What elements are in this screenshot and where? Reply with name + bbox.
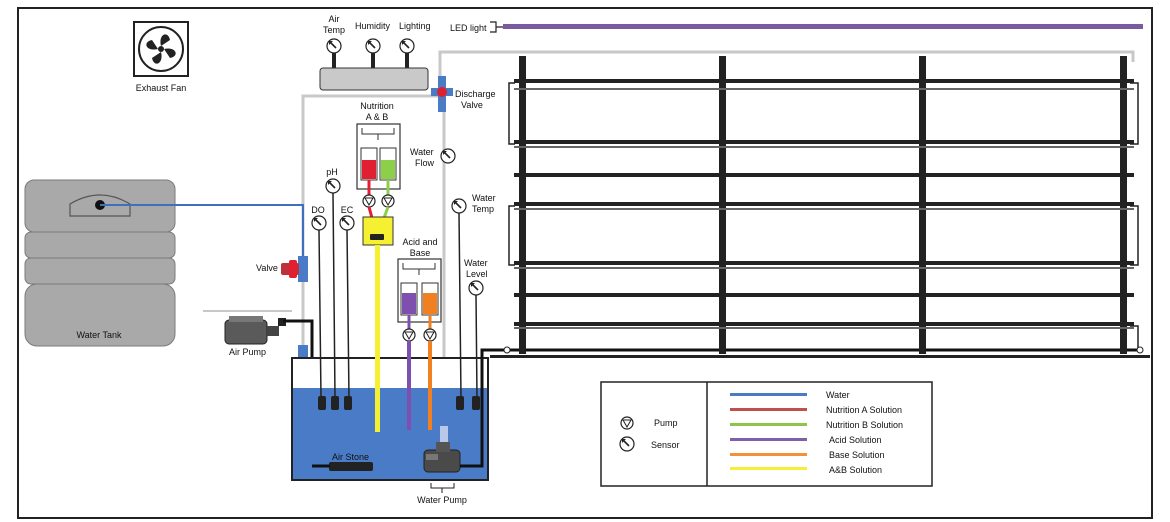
growing-rack [503, 56, 1144, 354]
water-flow-label-1: Water [410, 147, 434, 157]
sensor-icon [399, 38, 415, 54]
sensor-icon [468, 280, 484, 296]
sensor-icon [311, 215, 327, 231]
air-pump-label: Air Pump [229, 347, 266, 357]
diagram-border [17, 7, 1153, 519]
sensor-icon [326, 38, 342, 54]
acid-base-label-1: Acid and [402, 237, 437, 247]
legend-swatch-acid [730, 438, 807, 441]
legend-label-water: Water [826, 390, 850, 400]
air-pump-icon [224, 316, 286, 345]
air-stone-label: Air Stone [332, 452, 369, 462]
valve-label: Valve [256, 263, 278, 273]
water-temp-probe [456, 396, 464, 410]
discharge-valve-icon [431, 76, 453, 112]
legend-label-base: Base Solution [829, 450, 885, 460]
sensor-icon [451, 198, 467, 214]
acid-base-label-2: Base [410, 248, 431, 258]
water-level-probe [472, 396, 480, 410]
legend-label-ab: A&B Solution [829, 465, 882, 475]
legend-pump-label: Pump [654, 418, 678, 428]
discharge-valve-label-2: Valve [461, 100, 483, 110]
pump-icon [362, 194, 376, 208]
legend-swatch-nutrition-a [730, 408, 807, 411]
water-pump-icon [423, 442, 461, 473]
acid-line [407, 341, 411, 430]
water-temp-label-2: Temp [472, 204, 494, 214]
sensor-icon [339, 215, 355, 231]
sensor-icon [325, 178, 341, 194]
water-pump-label: Water Pump [417, 495, 467, 505]
sensor-icon [365, 38, 381, 54]
do-label: DO [311, 205, 325, 215]
sensor-hub-box [319, 67, 429, 91]
legend-swatch-water [730, 393, 807, 396]
water-level-label-1: Water [464, 258, 488, 268]
ec-label: EC [341, 205, 354, 215]
legend-sensor-label: Sensor [651, 440, 680, 450]
air-temp-label-2: Temp [323, 25, 345, 35]
water-tank-label: Water Tank [76, 330, 122, 340]
water-flow-label-2: Flow [415, 158, 435, 168]
nutrition-label-2: A & B [366, 112, 389, 122]
humidity-label: Humidity [355, 21, 391, 31]
pump-icon [402, 328, 416, 342]
nutrition-label-1: Nutrition [360, 101, 394, 111]
ph-probe [331, 396, 339, 410]
legend-label-acid: Acid Solution [829, 435, 882, 445]
discharge-valve-label-1: Discharge [455, 89, 496, 99]
pump-icon [423, 328, 437, 342]
lighting-label: Lighting [399, 21, 431, 31]
legend-swatch-nutrition-b [730, 423, 807, 426]
pump-icon [620, 416, 634, 430]
do-probe [318, 396, 326, 410]
exhaust-fan-label: Exhaust Fan [136, 83, 187, 93]
ec-probe [344, 396, 352, 410]
exhaust-fan-icon [133, 21, 189, 77]
water-temp-label-1: Water [472, 193, 496, 203]
ph-label: pH [326, 167, 338, 177]
legend-label-nutrition-b: Nutrition B Solution [826, 420, 903, 430]
legend: Pump Sensor Water Nutrition A Solution N… [600, 381, 933, 487]
air-temp-label-1: Air [329, 14, 340, 24]
legend-swatch-base [730, 453, 807, 456]
legend-label-nutrition-a: Nutrition A Solution [826, 405, 902, 415]
pump-icon [381, 194, 395, 208]
ab-solution-line [375, 245, 380, 432]
sensor-icon [440, 148, 456, 164]
sensor-icon [619, 436, 635, 452]
mixing-chamber [362, 216, 394, 246]
air-stone [329, 462, 373, 471]
legend-swatch-ab [730, 467, 807, 470]
led-light-bar [503, 24, 1143, 29]
led-light-label: LED light [450, 23, 487, 33]
water-level-label-2: Level [466, 269, 488, 279]
valve-icon [281, 256, 308, 282]
base-line [428, 341, 432, 430]
